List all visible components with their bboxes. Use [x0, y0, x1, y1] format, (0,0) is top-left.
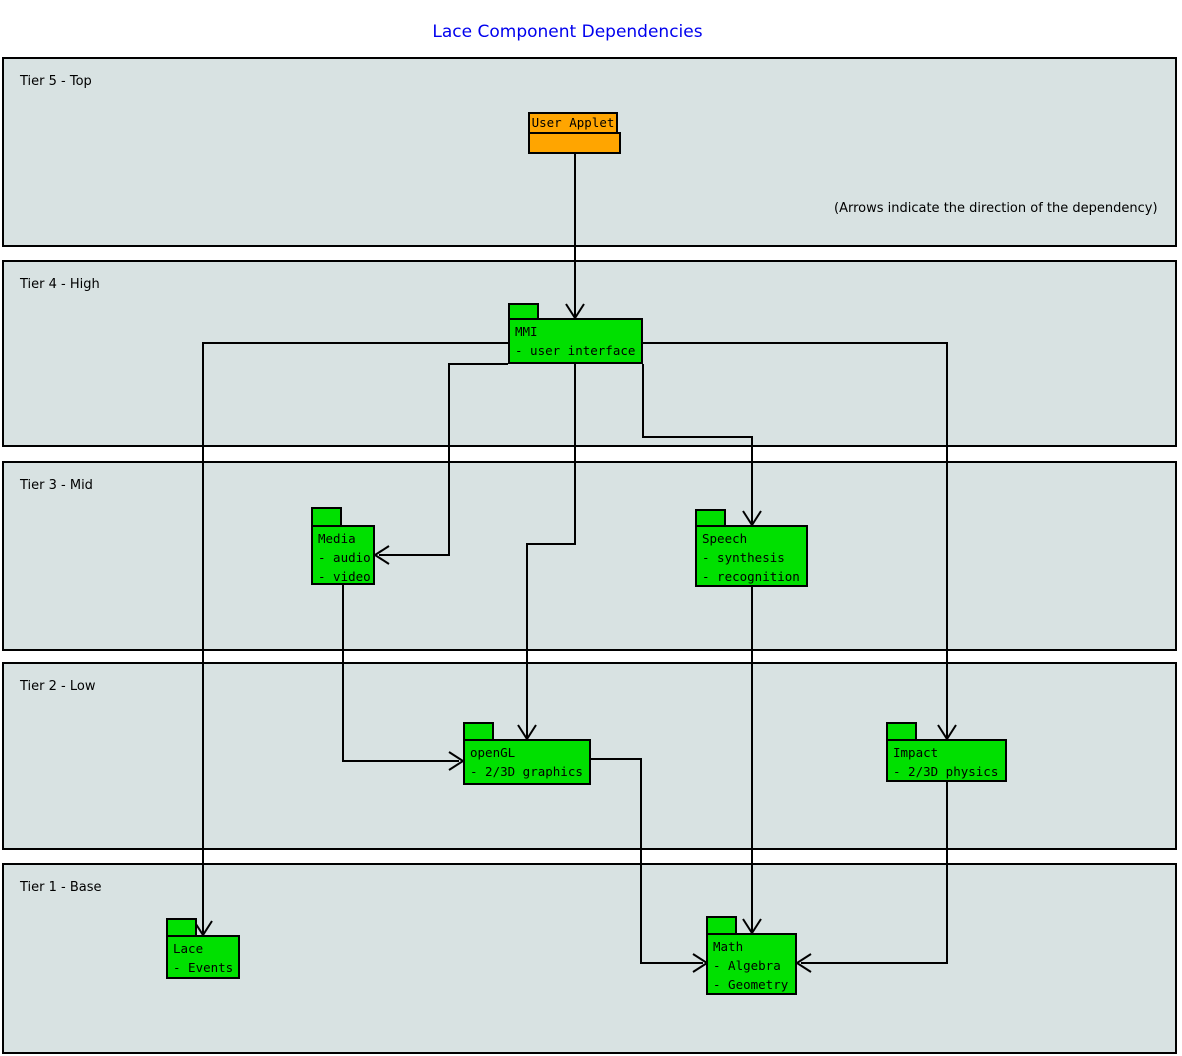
component-detail: - recognition: [702, 569, 800, 584]
component-speech: Speech - synthesis - recognition: [695, 525, 808, 587]
component-impact: Impact - 2/3D physics: [886, 739, 1007, 782]
component-detail: - 2/3D physics: [893, 764, 999, 779]
component-mmi: MMI - user interface: [508, 318, 643, 364]
arrow-opengl-to-math: [591, 758, 709, 973]
arrow-user-applet-to-mmi: [565, 154, 585, 320]
arrowhead-left-icon: [795, 953, 812, 973]
tier-label: Tier 2 - Low: [20, 679, 96, 694]
arrow-impact-to-math: [795, 782, 948, 973]
component-media: Media - audio - video: [311, 525, 375, 585]
arrowhead-left-icon: [373, 545, 390, 565]
component-detail: - Geometry: [713, 977, 789, 992]
component-title: Speech: [702, 531, 748, 546]
tier-label: Tier 3 - Mid: [20, 478, 93, 493]
component-detail: - synthesis: [702, 550, 785, 565]
component-media-tab: [311, 507, 342, 527]
arrow-speech-to-math: [742, 587, 762, 935]
component-detail: - video: [318, 569, 371, 584]
component-user-applet: User Applet: [528, 112, 618, 134]
arrow-media-to-opengl: [342, 585, 465, 771]
component-detail: - audio: [318, 550, 371, 565]
arrow-mmi-to-media: [373, 363, 508, 565]
arrow-mmi-to-opengl: [517, 364, 576, 741]
component-title: openGL: [470, 745, 516, 760]
tier-label: Tier 1 - Base: [20, 880, 102, 895]
component-detail: - 2/3D graphics: [470, 764, 583, 779]
component-lace: Lace - Events: [166, 935, 240, 979]
arrow-mmi-to-lace: [193, 342, 508, 937]
component-math: Math - Algebra - Geometry: [706, 933, 797, 995]
tier-band-3: Tier 3 - Mid: [2, 461, 1177, 651]
tier-label: Tier 4 - High: [20, 277, 100, 292]
dependency-note: (Arrows indicate the direction of the de…: [834, 201, 1158, 216]
component-title: Media: [318, 531, 356, 546]
component-title: MMI: [515, 324, 538, 339]
arrow-mmi-to-speech: [642, 364, 762, 527]
tier-label: Tier 5 - Top: [20, 74, 92, 89]
component-detail: - Algebra: [713, 958, 781, 973]
component-user-applet-body: [528, 132, 621, 154]
component-title: Impact: [893, 745, 939, 760]
component-title: Lace: [173, 941, 204, 956]
diagram-title: Lace Component Dependencies: [432, 22, 703, 42]
component-detail: - user interface: [515, 343, 636, 358]
component-opengl: openGL - 2/3D graphics: [463, 739, 591, 785]
component-detail: - Events: [173, 960, 234, 975]
component-title: Math: [713, 939, 744, 954]
